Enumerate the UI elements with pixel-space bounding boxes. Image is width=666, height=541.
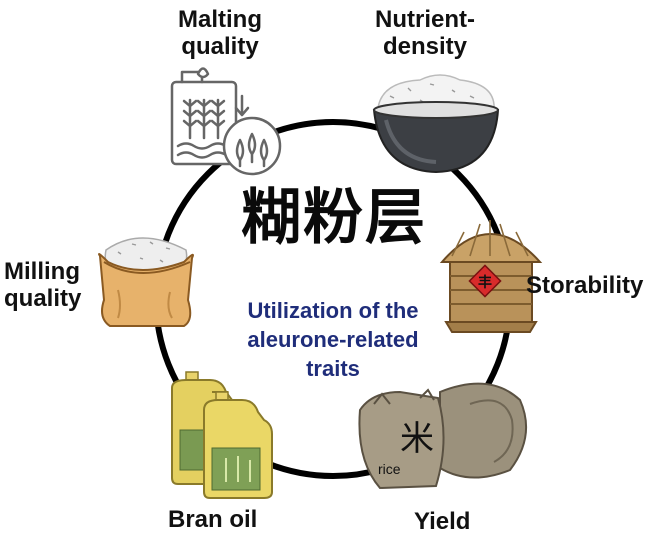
rice-bag-text: rice	[378, 461, 401, 477]
label-milling-quality: Milling quality	[4, 258, 81, 312]
center-title: Utilization of the aleurone-related trai…	[200, 296, 466, 383]
label-malting-line-2: quality	[181, 33, 259, 60]
label-milling-line-2: quality	[4, 285, 82, 312]
rice-bowl-icon	[372, 74, 500, 174]
oil-bottles-icon	[171, 371, 273, 499]
label-yield: Yield	[414, 508, 471, 535]
svg-text:丰: 丰	[478, 274, 492, 291]
center-title-line-3: traits	[306, 356, 360, 381]
label-malting-quality: Malting quality	[168, 6, 272, 60]
label-nutrient-density: Nutrient- density	[360, 6, 490, 60]
label-storability: Storability	[526, 272, 644, 299]
center-title-line-1: Utilization of the	[247, 298, 419, 323]
malting-icon	[170, 67, 282, 176]
center-title-line-2: aleurone-related	[247, 327, 419, 352]
label-milling-line-1: Milling	[4, 258, 80, 285]
rice-bag-glyph: 米	[400, 419, 434, 459]
calligraphy-title: 糊粉层	[241, 183, 427, 253]
rice-sacks-icon	[358, 382, 527, 490]
label-nutrient-line-1: Nutrient-	[375, 6, 475, 33]
label-bran-oil: Bran oil	[168, 506, 258, 533]
rice-sack-icon	[98, 237, 194, 327]
label-nutrient-line-2: density	[382, 33, 468, 60]
granary-icon: 丰	[439, 220, 543, 333]
label-malting-line-1: Malting	[178, 6, 262, 33]
